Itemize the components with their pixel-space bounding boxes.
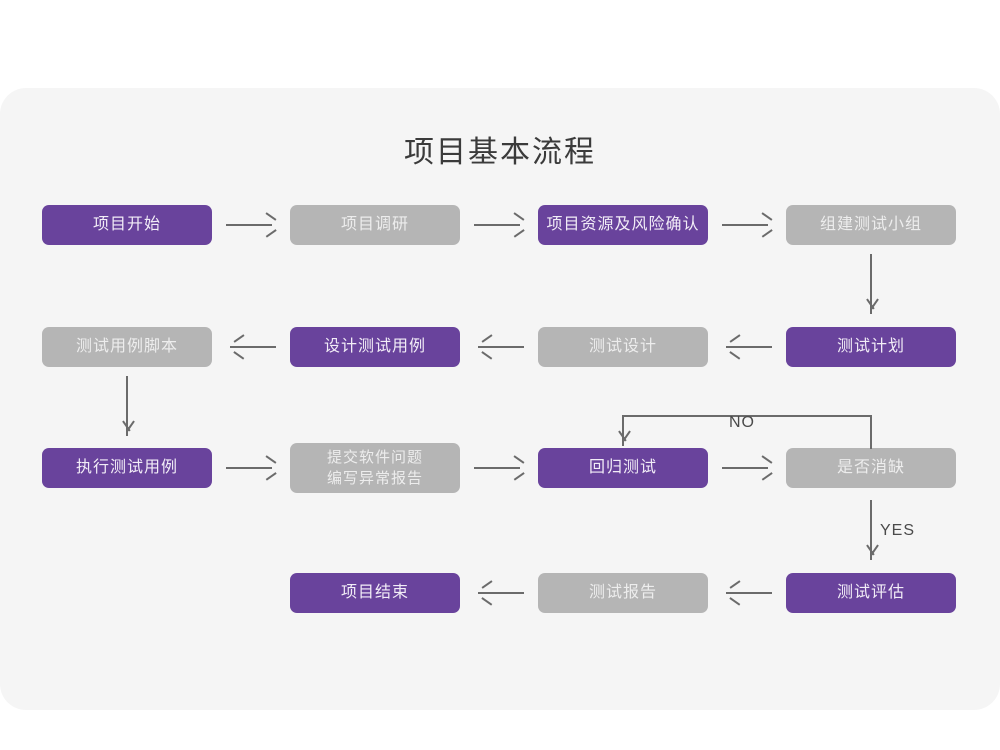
node-test-report[interactable]: 测试报告 (538, 573, 708, 613)
node-resource-risk-confirm[interactable]: 项目资源及风险确认 (538, 205, 708, 245)
node-project-end[interactable]: 项目结束 (290, 573, 460, 613)
node-is-defect-cleared[interactable]: 是否消缺 (786, 448, 956, 488)
node-execute-test-cases[interactable]: 执行测试用例 (42, 448, 212, 488)
node-design-test-cases[interactable]: 设计测试用例 (290, 327, 460, 367)
diagram-panel (0, 88, 1000, 710)
edge-label-yes: YES (880, 522, 916, 539)
node-submit-issue-report[interactable]: 提交软件问题 编写异常报告 (290, 443, 460, 493)
edge-label-no: NO (729, 414, 755, 431)
node-build-test-team[interactable]: 组建测试小组 (786, 205, 956, 245)
page-title: 项目基本流程 (404, 136, 596, 169)
node-test-evaluation[interactable]: 测试评估 (786, 573, 956, 613)
node-test-case-script[interactable]: 测试用例脚本 (42, 327, 212, 367)
node-regression-test[interactable]: 回归测试 (538, 448, 708, 488)
node-test-plan[interactable]: 测试计划 (786, 327, 956, 367)
node-project-research[interactable]: 项目调研 (290, 205, 460, 245)
node-project-start[interactable]: 项目开始 (42, 205, 212, 245)
node-test-design[interactable]: 测试设计 (538, 327, 708, 367)
